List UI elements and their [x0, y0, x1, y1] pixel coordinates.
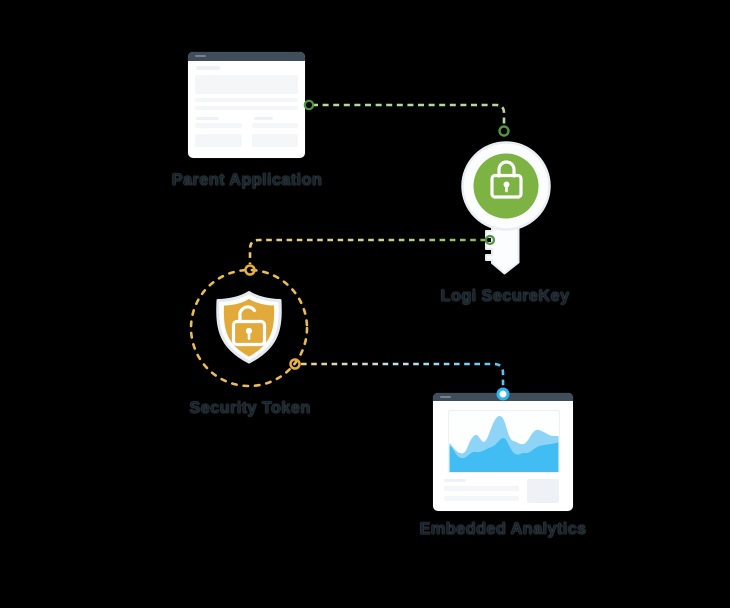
content-placeholder	[252, 123, 298, 128]
area-chart	[448, 410, 560, 473]
content-placeholder	[444, 496, 519, 501]
token-dashed-circle	[189, 268, 309, 388]
parent-application-window	[188, 52, 305, 158]
connector-key-to-token	[248, 238, 486, 264]
key-shaft	[485, 219, 520, 275]
endpoint-ring-parent	[303, 99, 315, 111]
key-lock-icon	[461, 141, 551, 275]
content-placeholder	[444, 479, 466, 482]
content-placeholder	[195, 106, 298, 110]
closed-lock-icon	[490, 160, 523, 199]
parent-application-label: Parent Application	[171, 171, 323, 189]
content-placeholder	[444, 486, 519, 491]
content-placeholder	[195, 134, 242, 147]
endpoint-ring-token-right	[289, 358, 301, 370]
content-placeholder	[252, 134, 298, 147]
endpoint-ring-key-shaft	[484, 234, 496, 246]
connector-token-to-analytics	[301, 362, 505, 387]
content-placeholder	[196, 66, 220, 70]
area-chart-svg	[449, 416, 559, 472]
endpoint-ring-token-top	[244, 264, 256, 276]
lock-shackle-open	[238, 305, 257, 324]
shield-unlock-icon	[216, 291, 282, 364]
lock-body	[231, 319, 267, 347]
connector-parent-to-key	[312, 103, 506, 126]
lock-body	[490, 173, 523, 199]
endpoint-ring-analytics	[496, 387, 510, 401]
logi-securekey-label: Logi SecureKey	[440, 287, 570, 305]
embedded-analytics-window	[433, 393, 573, 511]
window-controls-dash	[440, 395, 451, 398]
window-titlebar	[188, 52, 305, 61]
open-lock-icon	[231, 305, 267, 347]
chart-area-bright	[449, 438, 559, 472]
lock-shackle	[497, 160, 516, 178]
content-placeholder	[195, 123, 242, 128]
window-controls-dash	[195, 55, 206, 57]
content-placeholder	[196, 117, 219, 120]
content-placeholder	[195, 75, 298, 94]
content-placeholder	[527, 479, 559, 503]
content-placeholder	[195, 98, 298, 102]
security-token-label: Security Token	[189, 399, 311, 417]
embedded-analytics-label: Embedded Analytics	[419, 520, 587, 538]
endpoint-ring-key-top	[498, 125, 510, 137]
shield-gold-fill	[223, 299, 275, 357]
content-placeholder	[254, 117, 273, 120]
